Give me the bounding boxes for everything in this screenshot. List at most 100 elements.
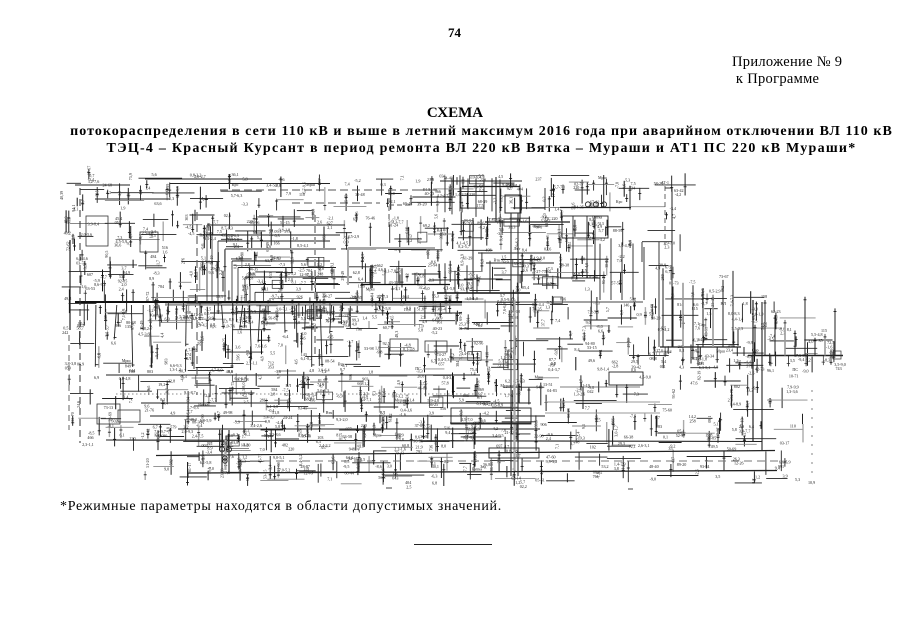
svg-text:333: 333 — [513, 383, 519, 388]
svg-text:-4,4: -4,4 — [260, 307, 266, 313]
svg-text:28-69: 28-69 — [107, 412, 112, 422]
svg-text:9,0-5,1: 9,0-5,1 — [273, 455, 285, 461]
svg-text:Лнг: Лнг — [514, 246, 521, 251]
svg-text:49,6: 49,6 — [588, 358, 595, 364]
svg-text:-9,8: -9,8 — [588, 385, 594, 391]
svg-text:74,9: 74,9 — [317, 382, 324, 388]
svg-text:8,4-5,2: 8,4-5,2 — [298, 454, 304, 466]
svg-text:44,7: 44,7 — [216, 411, 222, 418]
svg-text:053: 053 — [268, 272, 273, 278]
svg-text:-4,5: -4,5 — [493, 398, 499, 404]
svg-text:65-96: 65-96 — [250, 220, 260, 225]
svg-text:Звд: Звд — [480, 464, 486, 469]
svg-text:7,9: 7,9 — [286, 191, 291, 197]
svg-text:2,5: 2,5 — [582, 268, 587, 274]
svg-text:Втк: Втк — [338, 361, 345, 366]
svg-text:1,9: 1,9 — [415, 179, 420, 185]
svg-text:664: 664 — [403, 294, 409, 299]
svg-text:-2,2: -2,2 — [309, 323, 315, 329]
svg-text:ВЛ: ВЛ — [380, 410, 386, 415]
svg-text:4,5-3,6: 4,5-3,6 — [138, 331, 150, 337]
svg-text:21-32: 21-32 — [505, 430, 515, 435]
svg-text:9,4: 9,4 — [775, 465, 780, 471]
svg-text:45-63: 45-63 — [344, 194, 349, 204]
svg-text:220: 220 — [469, 192, 475, 197]
svg-text:66-38: 66-38 — [624, 435, 634, 440]
svg-text:-9,2: -9,2 — [478, 225, 484, 231]
svg-text:03,5: 03,5 — [200, 267, 207, 273]
svg-text:6,1: 6,1 — [478, 323, 483, 329]
svg-text:04-35: 04-35 — [249, 267, 259, 272]
svg-text:39-42: 39-42 — [631, 364, 641, 369]
svg-text:9,8: 9,8 — [236, 458, 242, 463]
svg-text:807: 807 — [384, 320, 390, 325]
svg-text:-3,1: -3,1 — [557, 229, 563, 235]
svg-text:7,5-4,3: 7,5-4,3 — [380, 295, 386, 307]
svg-text:-7,5: -7,5 — [630, 413, 636, 419]
svg-text:712: 712 — [268, 360, 274, 365]
svg-text:913: 913 — [66, 218, 71, 224]
svg-text:1,6: 1,6 — [162, 249, 167, 255]
svg-text:27-77: 27-77 — [536, 269, 546, 274]
svg-text:35-62: 35-62 — [203, 232, 213, 237]
svg-text:6,2: 6,2 — [806, 358, 811, 364]
svg-text:0,4-3,7: 0,4-3,7 — [443, 375, 455, 381]
svg-text:0,0: 0,0 — [631, 368, 636, 374]
svg-text:2,0-9,3: 2,0-9,3 — [182, 429, 194, 435]
svg-text:2,0-2,7: 2,0-2,7 — [194, 174, 206, 180]
svg-text:4,8: 4,8 — [309, 368, 314, 374]
svg-text:-1,6: -1,6 — [399, 412, 405, 418]
svg-text:6,6: 6,6 — [598, 328, 603, 334]
svg-text:1,8: 1,8 — [210, 322, 215, 328]
svg-text:-3,3: -3,3 — [416, 369, 422, 375]
svg-text:-8,5: -8,5 — [149, 233, 155, 239]
svg-text:2,2: 2,2 — [407, 238, 412, 244]
svg-text:99-87: 99-87 — [573, 271, 583, 276]
svg-text:29,1: 29,1 — [247, 271, 253, 278]
svg-text:80-38: 80-38 — [126, 320, 136, 325]
svg-text:9,0: 9,0 — [586, 320, 591, 326]
svg-text:110: 110 — [227, 433, 233, 438]
svg-text:0,4-5,3: 0,4-5,3 — [438, 357, 450, 363]
svg-text:-2,5: -2,5 — [694, 469, 700, 475]
svg-text:-7,0: -7,0 — [207, 466, 213, 472]
svg-text:56-25: 56-25 — [429, 402, 439, 407]
svg-text:561: 561 — [598, 349, 603, 355]
svg-text:3,2: 3,2 — [234, 308, 240, 313]
svg-text:57,8: 57,8 — [442, 381, 449, 387]
svg-text:447: 447 — [464, 424, 469, 430]
svg-text:4,7: 4,7 — [319, 384, 324, 390]
svg-text:Крс: Крс — [232, 182, 239, 187]
svg-text:-1,2: -1,2 — [140, 432, 146, 438]
svg-text:16-19: 16-19 — [209, 255, 214, 265]
svg-text:-8,2: -8,2 — [310, 392, 316, 398]
svg-text:14-55: 14-55 — [444, 295, 449, 305]
svg-text:ВЛ: ВЛ — [186, 356, 192, 361]
svg-text:4,6: 4,6 — [378, 267, 383, 273]
svg-text:5,4: 5,4 — [154, 352, 160, 357]
svg-text:-9,8: -9,8 — [376, 350, 382, 356]
svg-text:6,9: 6,9 — [165, 317, 170, 323]
svg-text:556: 556 — [440, 406, 446, 411]
svg-text:1,2: 1,2 — [755, 474, 760, 480]
svg-text:5,7: 5,7 — [198, 321, 203, 327]
svg-text:7,3: 7,3 — [117, 235, 122, 241]
svg-text:72-62: 72-62 — [65, 241, 70, 251]
svg-text:7,8: 7,8 — [370, 274, 376, 279]
svg-text:35: 35 — [668, 446, 672, 451]
svg-text:0,9: 0,9 — [71, 235, 77, 240]
svg-text:-6,1: -6,1 — [96, 353, 102, 359]
svg-text:3,8: 3,8 — [249, 271, 254, 277]
svg-text:1,3-3,6: 1,3-3,6 — [786, 389, 798, 395]
svg-text:5,7: 5,7 — [498, 359, 503, 365]
svg-text:-7,7: -7,7 — [463, 466, 469, 472]
svg-text:-6,1: -6,1 — [341, 363, 347, 369]
svg-text:618: 618 — [388, 416, 393, 422]
svg-text:3,8: 3,8 — [601, 335, 607, 340]
svg-text:-2,5: -2,5 — [260, 280, 266, 286]
svg-text:272: 272 — [417, 238, 422, 244]
svg-text:50-65: 50-65 — [390, 316, 395, 326]
svg-text:743: 743 — [836, 366, 842, 371]
svg-text:4,7: 4,7 — [578, 379, 584, 384]
svg-text:2,2: 2,2 — [241, 294, 246, 300]
